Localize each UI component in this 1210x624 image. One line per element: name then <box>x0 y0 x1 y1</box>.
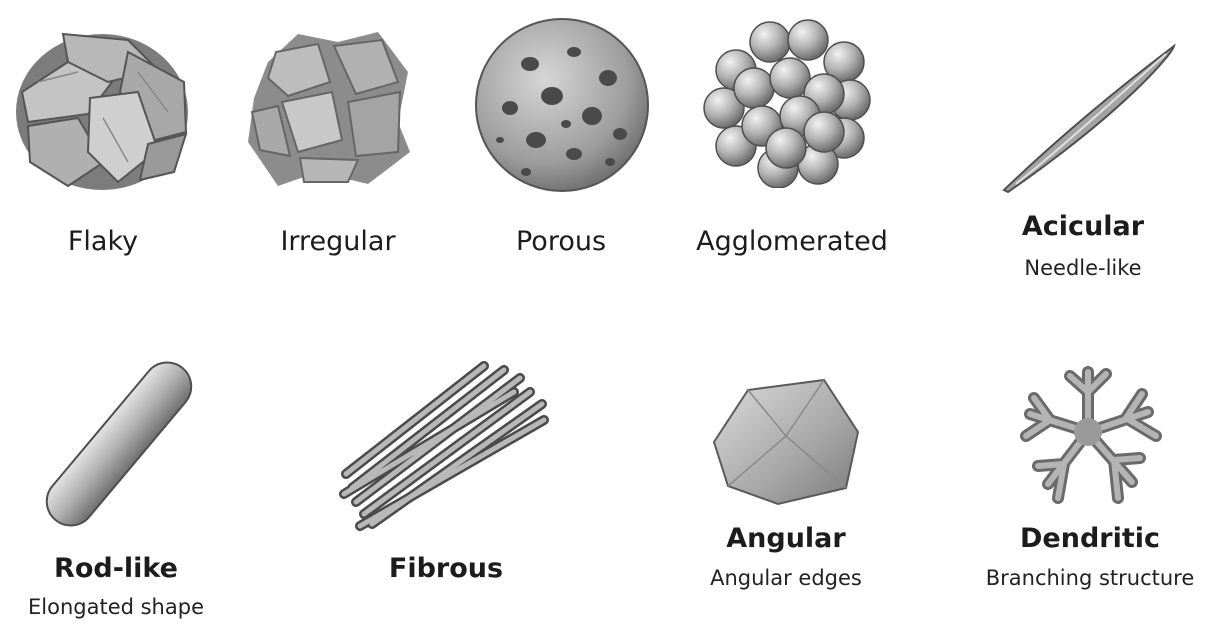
dendritic-subtitle: Branching structure <box>986 566 1195 590</box>
angular-particle-illustration <box>708 376 866 508</box>
irregular-label: Irregular <box>280 226 395 257</box>
acicular-subtitle: Needle-like <box>1024 256 1141 280</box>
agglomerated-particle-illustration <box>700 18 876 188</box>
flaky-particle-illustration <box>8 22 196 194</box>
porous-particle-illustration <box>470 16 654 194</box>
acicular-particle-illustration <box>996 40 1180 196</box>
irregular-particle-illustration <box>238 22 416 192</box>
rod-like-subtitle: Elongated shape <box>28 595 204 619</box>
rod-like-label: Rod-like <box>54 553 178 584</box>
agglomerated-label: Agglomerated <box>696 226 888 257</box>
acicular-label: Acicular <box>1022 211 1144 242</box>
dendritic-label: Dendritic <box>1020 523 1160 554</box>
fibrous-particle-illustration <box>334 356 554 534</box>
fibrous-label: Fibrous <box>389 553 503 584</box>
dendritic-particle-illustration <box>1008 352 1168 508</box>
porous-label: Porous <box>516 226 606 257</box>
flaky-label: Flaky <box>68 226 138 257</box>
angular-subtitle: Angular edges <box>710 566 862 590</box>
rod-particle-illustration <box>30 360 208 528</box>
angular-label: Angular <box>726 523 845 554</box>
